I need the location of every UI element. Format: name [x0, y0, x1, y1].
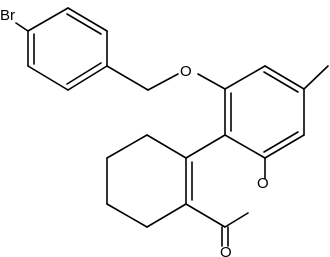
methyl-bond [303, 65, 329, 90]
ether-bond-left [147, 73, 179, 91]
ether-oxygen-label: O [180, 63, 192, 80]
bromophenyl-ring [27, 7, 108, 91]
carbonyl-oxygen-label: O [220, 244, 232, 257]
coumarin-benzene-ring [224, 65, 305, 159]
benzyl-bond [106, 65, 149, 91]
ring-oxygen-label: O [257, 175, 269, 192]
bromine-bond [15, 22, 29, 32]
cyclohexene-ring [106, 134, 187, 228]
lactone-ring [185, 134, 266, 228]
bromine-label: Br [0, 7, 15, 24]
ether-bond-right [197, 73, 226, 90]
